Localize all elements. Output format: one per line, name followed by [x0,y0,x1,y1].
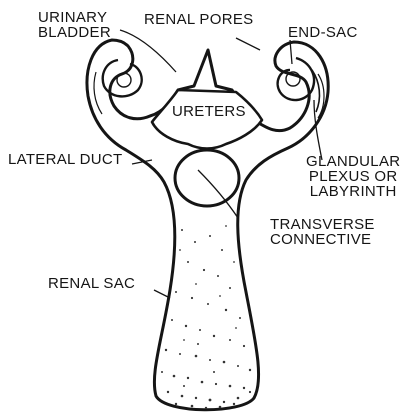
ureters-label: URETERS [172,104,246,119]
transverse-connective-label: TRANSVERSE CONNECTIVE [270,217,375,247]
renal-pores-label: RENAL PORES [144,12,253,27]
end-sac-label: END-SAC [288,25,358,40]
urinary-bladder-label: URINARY BLADDER [38,10,111,40]
glandular-plexus-label: GLANDULAR PLEXUS OR LABYRINTH [306,154,400,199]
renal-sac-label: RENAL SAC [48,276,135,291]
lateral-duct-label: LATERAL DUCT [8,152,122,167]
transverse-connective-ring [175,150,239,206]
